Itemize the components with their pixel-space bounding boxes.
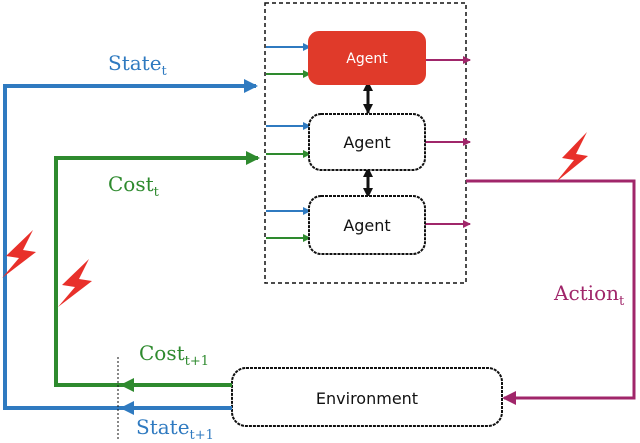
agent-top-label: Agent [346,51,388,67]
agent-bottom-node: Agent [308,195,426,255]
action-t-label: Actiont [553,281,625,309]
environment-node: Environment [231,367,503,427]
lightning-bolt-icon [556,132,588,182]
agent-top-node: Agent [308,31,426,85]
cost-t1-label: Costt+1 [139,341,209,369]
agent-middle-label: Agent [343,133,390,152]
environment-label: Environment [316,389,418,408]
agent-group-box [264,2,467,284]
state-t-label: Statet [108,51,168,79]
lightning-bolt-icon [2,230,36,278]
action-line [466,179,636,405]
cost-t-label: Costt [108,172,160,200]
agent-middle-node: Agent [308,113,426,171]
state-t1-label: Statet+1 [136,415,214,443]
state-feedback-line [3,79,258,410]
agent-bottom-label: Agent [343,216,390,235]
lightning-bolt-icon [58,259,92,307]
